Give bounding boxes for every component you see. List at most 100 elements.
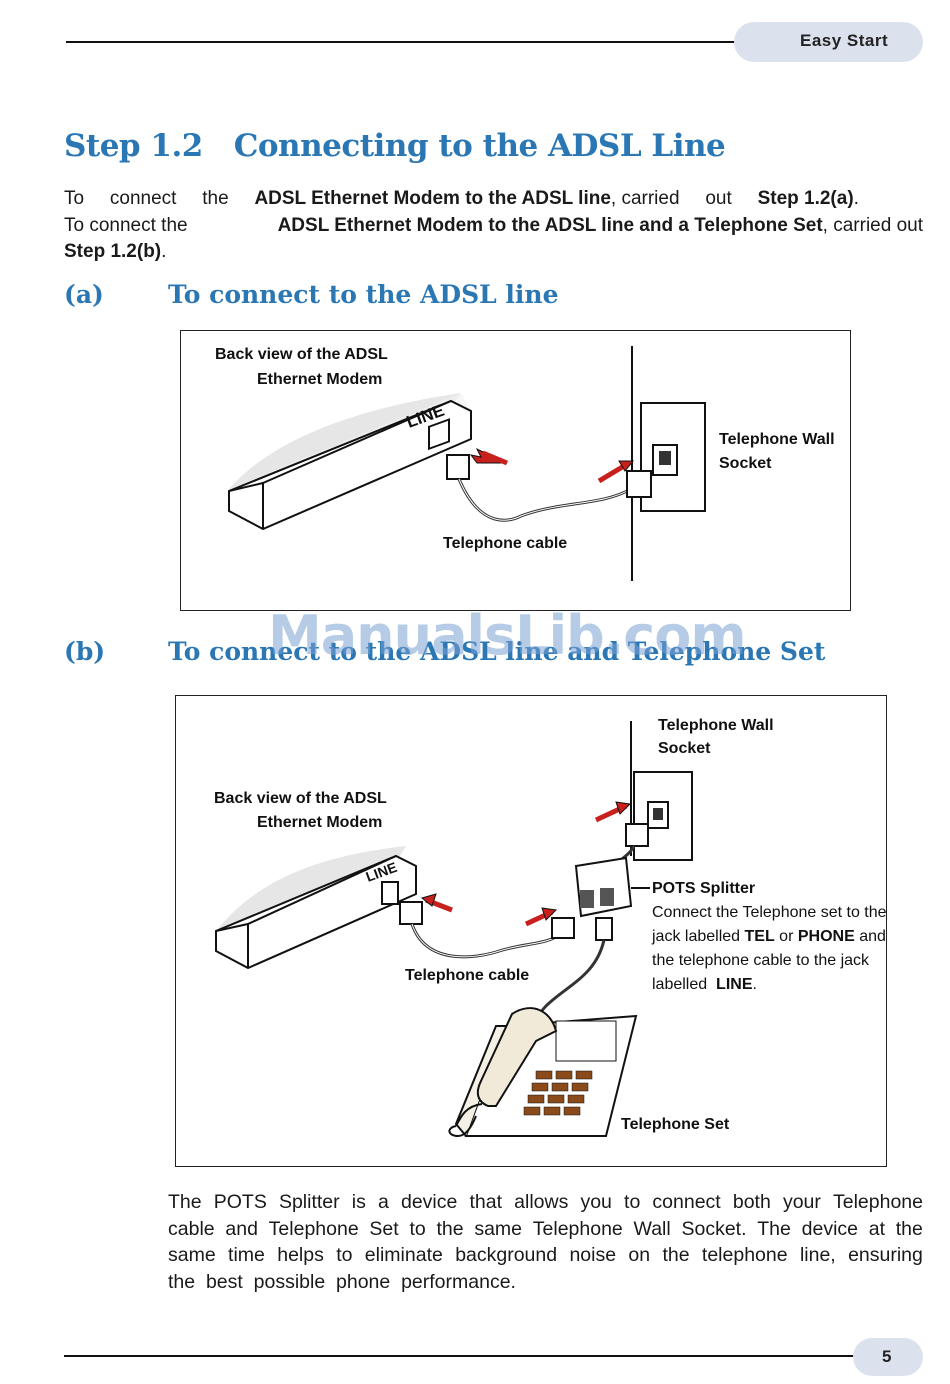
closing-word: both (732, 1191, 771, 1213)
figure-a-cable-label: Telephone cable (443, 535, 568, 552)
section-a-title: To connect to the ADSL line (168, 280, 559, 309)
note-text: labelled (652, 976, 717, 993)
closing-word: Telephone (532, 1217, 623, 1240)
closing-word: on (628, 1244, 651, 1266)
closing-word: allows (514, 1191, 569, 1213)
note-text: or (774, 928, 798, 945)
figure-a-socket-label-2: Socket (719, 455, 772, 472)
note-text: . (752, 976, 757, 993)
figure-b: LINE (175, 695, 887, 1167)
closing-word: a (378, 1191, 389, 1213)
intro-word: To (64, 188, 85, 209)
header-tab: Easy Start (734, 22, 923, 62)
watermark: ManualsLib.com (268, 604, 747, 667)
closing-word: device (400, 1191, 458, 1213)
intro-word: out (705, 188, 732, 209)
closing-word: time (228, 1244, 265, 1266)
closing-word: noise (569, 1244, 617, 1266)
figure-b-modem-label-2: Ethernet Modem (257, 814, 383, 831)
closing-line-4: the best possible phone performance. (168, 1269, 923, 1296)
closing-word: to (624, 1191, 641, 1213)
closing-word: and (225, 1217, 258, 1240)
closing-word: eliminate (364, 1244, 443, 1266)
intro-bold: ADSL Ethernet Modem to the ADSL line and… (277, 214, 823, 236)
figure-b-cable-label: Telephone cable (405, 967, 530, 984)
closing-word: helps (277, 1244, 324, 1266)
intro-bold: Step 1.2(b) (64, 241, 162, 262)
closing-word: cable (168, 1217, 215, 1240)
closing-word: the (436, 1217, 464, 1240)
closing-word: The (757, 1217, 791, 1240)
footer-rule (64, 1355, 854, 1357)
figure-b-socket-label-2: Socket (658, 740, 711, 757)
pots-splitter-note-2: jack labelled TEL or PHONE and (652, 925, 886, 949)
page-title: Step 1.2 Connecting to the ADSL Line (64, 128, 726, 164)
closing-word: line, (799, 1244, 836, 1266)
figure-b-illustration: LINE (215, 721, 693, 1137)
figure-a-illustration: LINE (228, 346, 706, 581)
intro-line-3: Step 1.2(b). (64, 239, 923, 266)
closing-word: is (351, 1191, 366, 1213)
intro-word: , carried (610, 188, 680, 209)
intro-word: , carried out (822, 214, 923, 236)
header-tab-label: Easy Start (800, 31, 889, 50)
closing-word: Splitter (278, 1191, 340, 1213)
closing-word: your (782, 1191, 821, 1213)
closing-word: POTS (213, 1191, 267, 1213)
closing-word: the (895, 1217, 923, 1240)
note-bold-line: LINE (716, 976, 753, 993)
intro-word: connect (109, 188, 177, 209)
closing-word: you (580, 1191, 612, 1213)
closing-word: to (336, 1244, 353, 1266)
pots-splitter-note-1: Connect the Telephone set to the (652, 904, 887, 921)
intro-word: To connect the (64, 214, 188, 236)
header-rule (66, 41, 766, 43)
figure-a: LINE Back view of the ADSL Ethernet Mode… (180, 330, 851, 611)
closing-word: telephone (701, 1244, 788, 1266)
intro-line-2: To connect the ADSL Ethernet Modem to th… (64, 213, 923, 240)
figure-a-modem-label-2: Ethernet Modem (257, 371, 383, 388)
closing-word: device (801, 1217, 858, 1240)
closing-word: same (168, 1244, 216, 1266)
section-a-letter: (a) (64, 280, 104, 309)
intro-bold: Step 1.2(a) (757, 188, 854, 209)
closing-word: to (409, 1217, 426, 1240)
intro-paragraph: To connect the ADSL Ethernet Modem to th… (64, 186, 923, 266)
closing-word: the (662, 1244, 690, 1266)
note-bold-tel: TEL (744, 928, 775, 945)
section-b-title: To connect to the ADSL line and Telephon… (168, 637, 826, 666)
figure-b-socket-label-1: Telephone Wall (658, 717, 774, 734)
pots-splitter-note-4: labelled LINE. (652, 973, 757, 997)
closing-word: Telephone (833, 1191, 923, 1213)
closing-word: that (469, 1191, 503, 1213)
closing-word: Wall (633, 1217, 671, 1240)
figure-a-modem-label-1: Back view of the ADSL (215, 346, 388, 363)
closing-word: at (868, 1217, 886, 1240)
closing-word: ensuring (848, 1244, 923, 1266)
page-number-tab: 5 (853, 1338, 923, 1376)
closing-word: Telephone (268, 1217, 359, 1240)
modem-plug (446, 454, 470, 480)
note-text: and (854, 928, 886, 945)
figure-a-socket-label-1: Telephone Wall (719, 431, 835, 448)
closing-word: The (168, 1191, 202, 1213)
intro-word: . (161, 241, 167, 262)
note-text: jack labelled (652, 928, 745, 945)
figure-b-modem-label-1: Back view of the ADSL (214, 790, 387, 807)
closing-word: same (474, 1217, 523, 1240)
closing-word: Socket. (681, 1217, 747, 1240)
wall-plug (625, 823, 649, 847)
figure-b-phone-label: Telephone Set (621, 1116, 730, 1133)
section-b-letter: (b) (64, 637, 106, 666)
intro-word: the (202, 188, 229, 209)
closing-text: the best possible phone performance. (168, 1270, 516, 1293)
pots-splitter-note-3: the telephone cable to the jack (652, 952, 870, 969)
intro-bold: ADSL Ethernet Modem to the ADSL line (254, 188, 611, 209)
pots-splitter-title: POTS Splitter (652, 880, 756, 897)
page-number: 5 (882, 1347, 892, 1366)
intro-line-1: To connect the ADSL Ethernet Modem to th… (64, 186, 923, 213)
